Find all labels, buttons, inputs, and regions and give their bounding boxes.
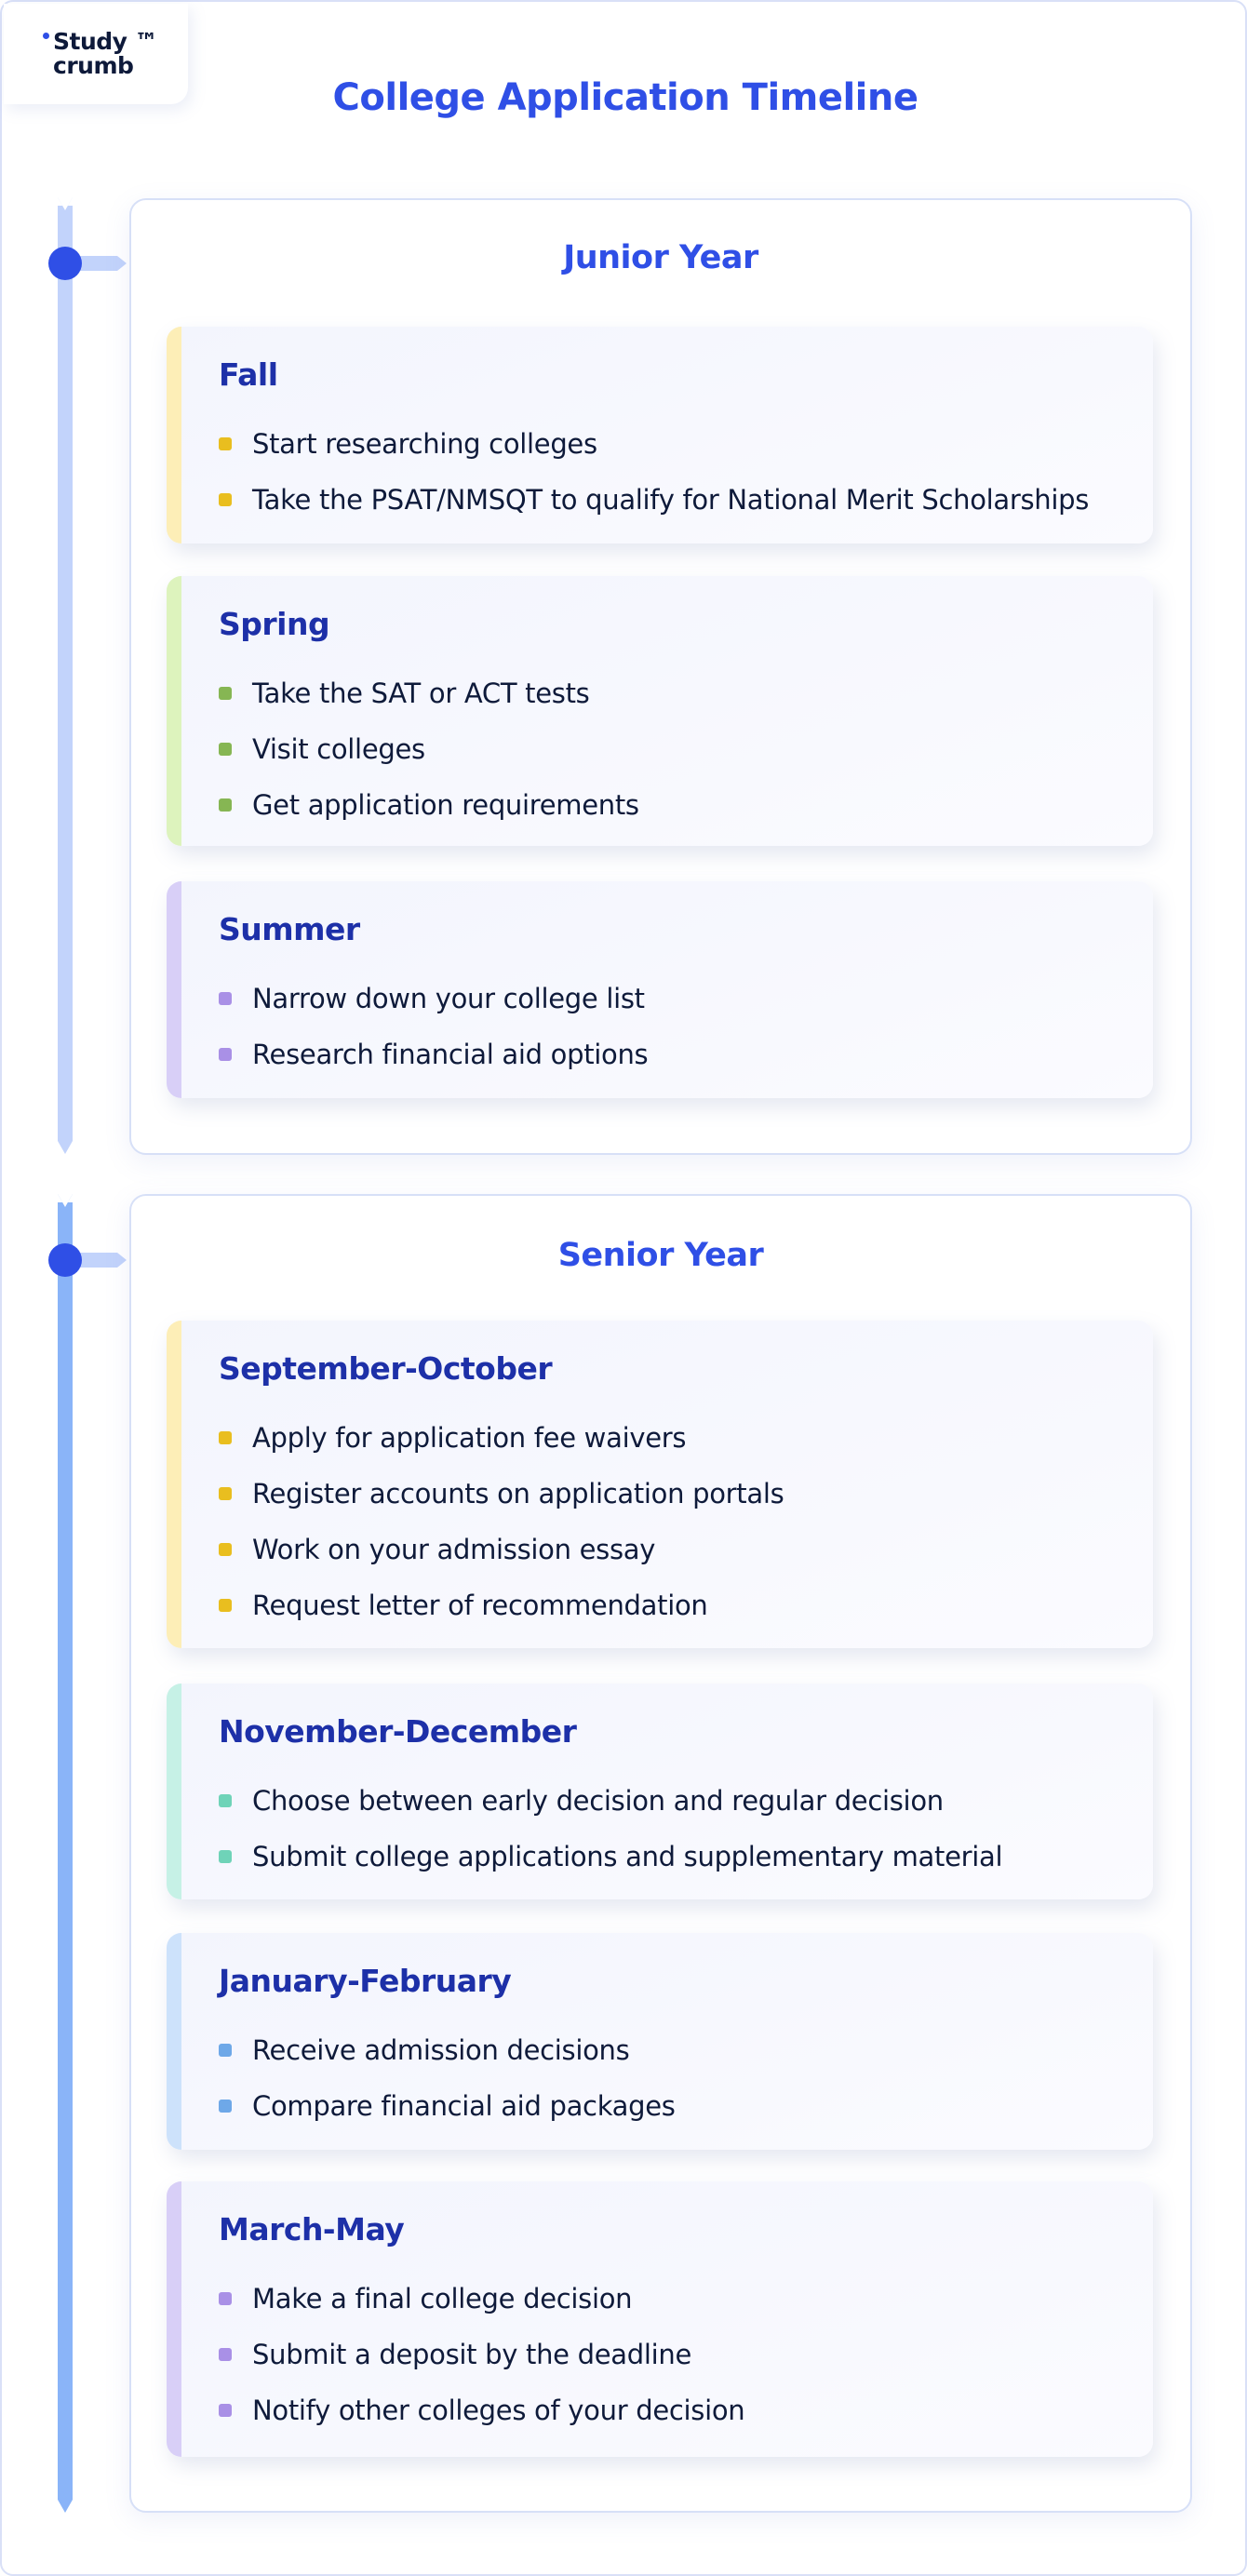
period-title: March-May xyxy=(219,2211,405,2247)
timeline-line-senior xyxy=(58,1194,73,2513)
year-title: Junior Year xyxy=(563,239,758,276)
bullet-icon xyxy=(219,2100,232,2113)
list-item: Take the SAT or ACT tests xyxy=(219,665,639,721)
period-title: Summer xyxy=(219,911,360,947)
timeline-connector-junior xyxy=(73,256,127,271)
bullet-icon xyxy=(219,743,232,756)
period-accent xyxy=(167,881,181,1098)
bullet-icon xyxy=(219,2044,232,2057)
period-card-march-may: March-May Make a final college decision … xyxy=(167,2181,1153,2457)
year-title: Senior Year xyxy=(557,1237,764,1274)
period-title: January-February xyxy=(219,1963,512,1999)
list-item: Request letter of recommendation xyxy=(219,1577,784,1633)
logo-text: Study ™ crumb xyxy=(53,28,158,79)
list-item: Choose between early decision and regula… xyxy=(219,1773,1002,1829)
year-card-senior: Senior Year September-October Apply for … xyxy=(129,1194,1192,2513)
timeline-dot-icon xyxy=(48,1243,82,1277)
list-item: Receive admission decisions xyxy=(219,2022,676,2078)
timeline-dot-icon xyxy=(48,247,82,280)
bullet-icon xyxy=(219,493,232,506)
list-item: Register accounts on application portals xyxy=(219,1466,784,1522)
bullet-icon xyxy=(219,1850,232,1863)
bullet-list: Narrow down your college list Research f… xyxy=(219,971,649,1082)
page-title: College Application Timeline xyxy=(332,76,918,119)
bullet-list: Apply for application fee waivers Regist… xyxy=(219,1410,784,1633)
bullet-icon xyxy=(219,798,232,812)
year-card-junior: Junior Year Fall Start researching colle… xyxy=(129,198,1192,1155)
list-item: Make a final college decision xyxy=(219,2271,744,2327)
list-item: Work on your admission essay xyxy=(219,1522,784,1577)
bullet-icon xyxy=(219,992,232,1005)
period-card-fall: Fall Start researching colleges Take the… xyxy=(167,327,1153,543)
period-card-summer: Summer Narrow down your college list Res… xyxy=(167,881,1153,1098)
period-accent xyxy=(167,1321,181,1648)
list-item: Take the PSAT/NMSQT to qualify for Natio… xyxy=(219,472,1089,528)
period-title: Fall xyxy=(219,356,278,393)
logo-dot-icon xyxy=(43,33,49,39)
period-card-spring: Spring Take the SAT or ACT tests Visit c… xyxy=(167,576,1153,846)
period-title: Spring xyxy=(219,606,330,642)
bullet-icon xyxy=(219,2292,232,2305)
list-item: Apply for application fee waivers xyxy=(219,1410,784,1466)
list-item: Notify other colleges of your decision xyxy=(219,2382,745,2438)
list-item: Submit college applications and suppleme… xyxy=(219,1829,1003,1885)
list-item: Visit colleges xyxy=(219,721,639,777)
bullet-list: Choose between early decision and regula… xyxy=(219,1773,1003,1885)
list-item: Start researching colleges xyxy=(219,416,1089,472)
bullet-icon xyxy=(219,2348,232,2361)
period-accent xyxy=(167,2181,181,2457)
list-item: Research financial aid options xyxy=(219,1026,649,1082)
period-accent xyxy=(167,1684,181,1899)
bullet-icon xyxy=(219,687,232,700)
bullet-icon xyxy=(219,1599,232,1612)
bullet-icon xyxy=(219,1794,232,1807)
period-card-september-october: September-October Apply for application … xyxy=(167,1321,1153,1648)
list-item: Compare financial aid packages xyxy=(219,2078,676,2134)
timeline-line-junior xyxy=(58,197,73,1154)
bullet-list: Make a final college decision Submit a d… xyxy=(219,2271,745,2438)
bullet-icon xyxy=(219,2404,232,2417)
period-accent xyxy=(167,576,181,846)
bullet-icon xyxy=(219,437,232,450)
period-card-january-february: January-February Receive admission decis… xyxy=(167,1933,1153,2150)
bullet-list: Receive admission decisions Compare fina… xyxy=(219,2022,676,2134)
bullet-list: Take the SAT or ACT tests Visit colleges… xyxy=(219,665,639,833)
period-card-november-december: November-December Choose between early d… xyxy=(167,1684,1153,1899)
timeline-connector-senior xyxy=(73,1253,127,1268)
bullet-list: Start researching colleges Take the PSAT… xyxy=(219,416,1089,528)
bullet-icon xyxy=(219,1431,232,1444)
period-accent xyxy=(167,327,181,543)
period-title: November-December xyxy=(219,1713,577,1750)
period-accent xyxy=(167,1933,181,2150)
list-item: Submit a deposit by the deadline xyxy=(219,2327,744,2382)
bullet-icon xyxy=(219,1487,232,1500)
list-item: Get application requirements xyxy=(219,777,639,833)
logo: Study ™ crumb xyxy=(4,4,188,104)
bullet-icon xyxy=(219,1048,232,1061)
bullet-icon xyxy=(219,1543,232,1556)
list-item: Narrow down your college list xyxy=(219,971,648,1026)
period-title: September-October xyxy=(219,1350,553,1387)
